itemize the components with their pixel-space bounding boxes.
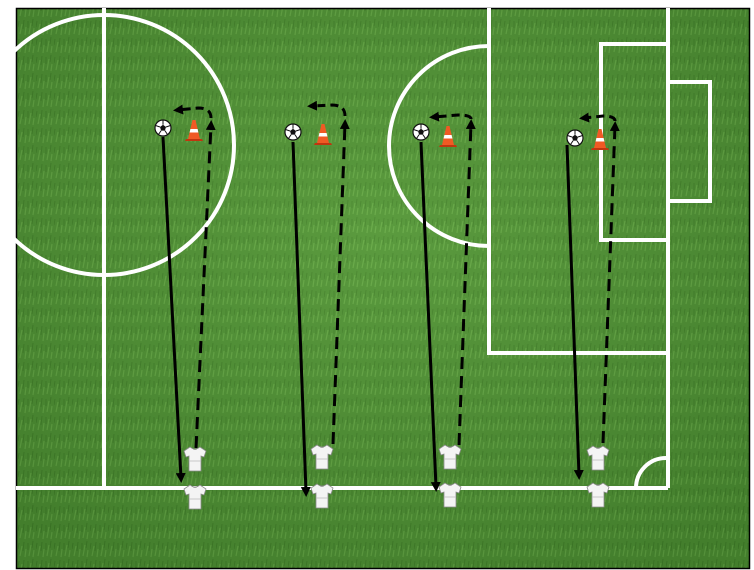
ball-icon <box>413 124 429 140</box>
ball-icon <box>285 124 301 140</box>
ball-icon <box>155 120 171 136</box>
ball-icon <box>567 130 583 146</box>
grass-shade <box>16 8 750 568</box>
